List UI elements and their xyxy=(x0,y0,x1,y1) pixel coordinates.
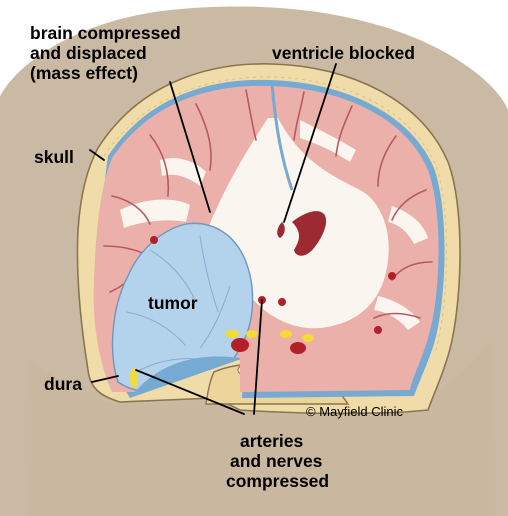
arteries-label-line2: and nerves xyxy=(230,452,322,471)
arteries-label-line3: compressed xyxy=(226,472,329,491)
copyright-credit: © Mayfield Clinic xyxy=(306,404,403,419)
brain-label-line2: and displaced xyxy=(30,44,147,63)
skull-label: skull xyxy=(34,148,74,167)
arteries-label-line1: arteries xyxy=(240,432,303,451)
brain-label-line1: brain compressed xyxy=(30,24,181,43)
dura-label: dura xyxy=(44,375,82,394)
ventricle-label: ventricle blocked xyxy=(272,44,415,63)
tumor-label: tumor xyxy=(148,294,198,313)
brain-label-line3: (mass effect) xyxy=(30,64,138,83)
